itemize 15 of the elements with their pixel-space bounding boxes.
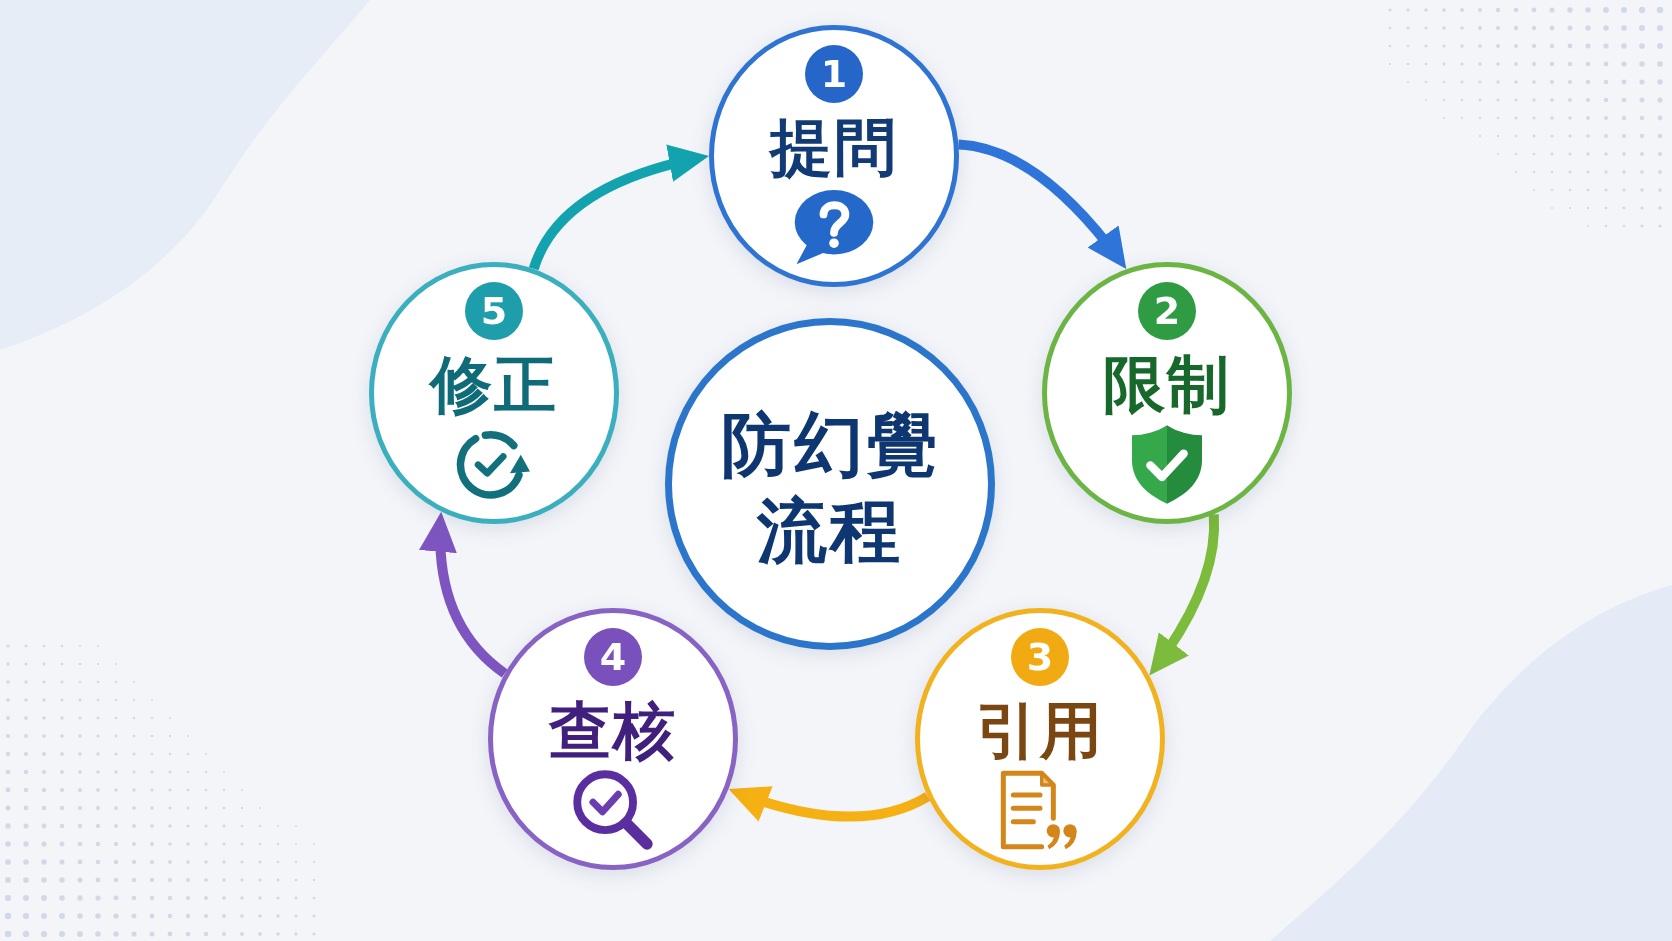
arrow <box>726 784 931 822</box>
step-circle <box>488 608 738 870</box>
step-circle <box>915 608 1165 870</box>
arrow <box>420 511 508 678</box>
arrow <box>529 145 710 271</box>
step-circle <box>709 25 959 287</box>
step-label: 限制 <box>1103 350 1231 420</box>
step-circle <box>369 262 619 524</box>
step-label: 查核 <box>549 696 677 766</box>
step-circle <box>1042 262 1292 524</box>
step-label: 修正 <box>430 350 558 420</box>
step-label: 引用 <box>976 696 1104 766</box>
center-circle <box>665 318 995 650</box>
step-label: 提問 <box>770 113 898 183</box>
center-title: 防幻覺流程 <box>719 403 941 574</box>
